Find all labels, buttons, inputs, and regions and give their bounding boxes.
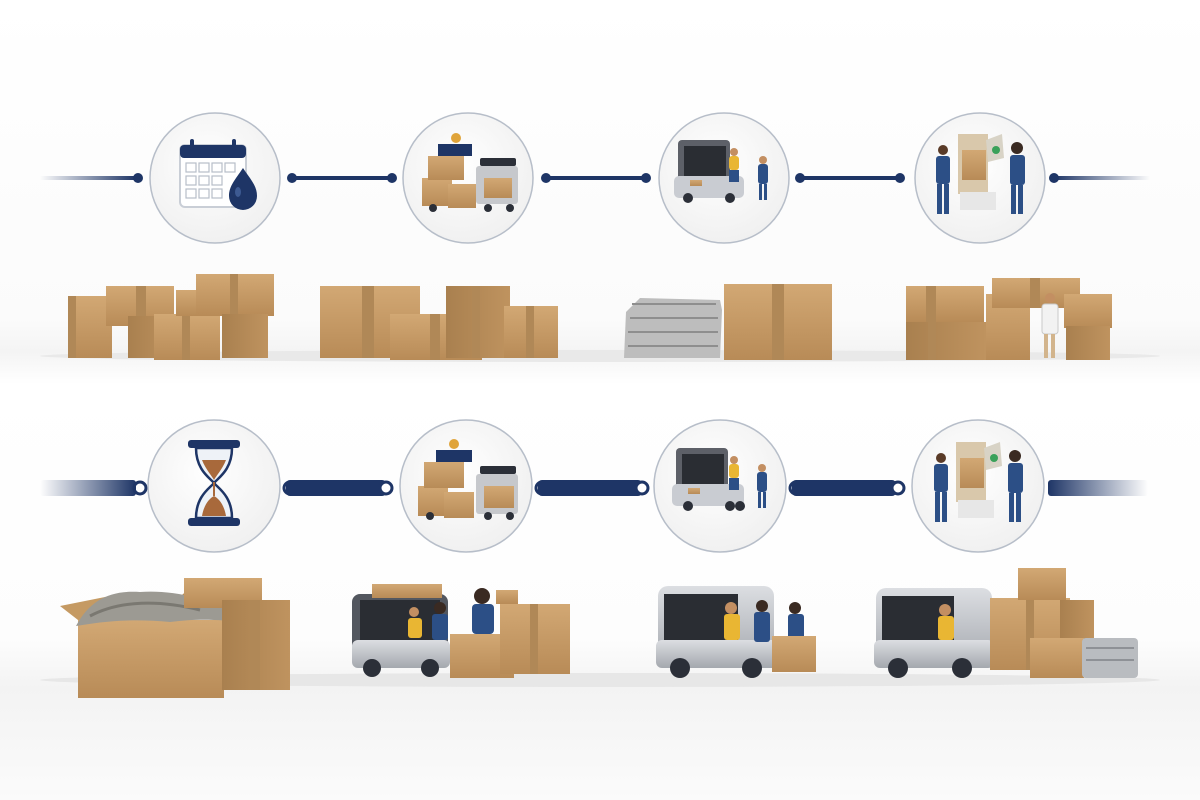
movers-unpacking-icon — [936, 134, 1025, 214]
connector-2-3 — [534, 480, 650, 496]
wrapped-items-and-box — [624, 284, 832, 360]
hourglass-icon — [188, 440, 240, 526]
step-circle-3 — [653, 419, 787, 553]
step-circle-1 — [149, 112, 281, 244]
moving-van-loading-icon — [674, 140, 768, 203]
open-box-with-cloth — [60, 578, 290, 698]
packing-boxes-truck-icon — [418, 439, 518, 520]
connector-2-3 — [541, 173, 651, 183]
connector-lead-in — [40, 173, 143, 183]
connector-3-4 — [788, 480, 906, 496]
step-circle-3 — [658, 112, 790, 244]
process-row-2 — [0, 300, 1200, 700]
connector-lead-out — [1048, 480, 1148, 496]
step-circle-2 — [402, 112, 534, 244]
box-stack-2 — [320, 286, 558, 360]
van-with-box-stack — [874, 568, 1138, 678]
box-stack-with-person — [906, 278, 1112, 360]
moving-van-loading-icon — [672, 448, 767, 511]
step-circle-2 — [399, 419, 533, 553]
van-with-movers-2 — [656, 586, 816, 678]
step-circle-4 — [914, 112, 1046, 244]
movers-unpacking-icon — [934, 442, 1023, 522]
box-stack-1 — [68, 274, 274, 360]
step-circle-1 — [147, 419, 281, 553]
connector-3-4 — [795, 173, 905, 183]
calendar-icon — [179, 139, 257, 210]
process-row-1 — [40, 112, 1160, 362]
connector-lead-out — [1049, 173, 1150, 183]
connector-lead-in — [40, 480, 148, 496]
connector-1-2 — [287, 173, 397, 183]
packing-boxes-truck-icon — [422, 133, 518, 212]
connector-1-2 — [282, 480, 394, 496]
van-with-movers-1 — [352, 584, 570, 678]
step-circle-4 — [911, 419, 1045, 553]
